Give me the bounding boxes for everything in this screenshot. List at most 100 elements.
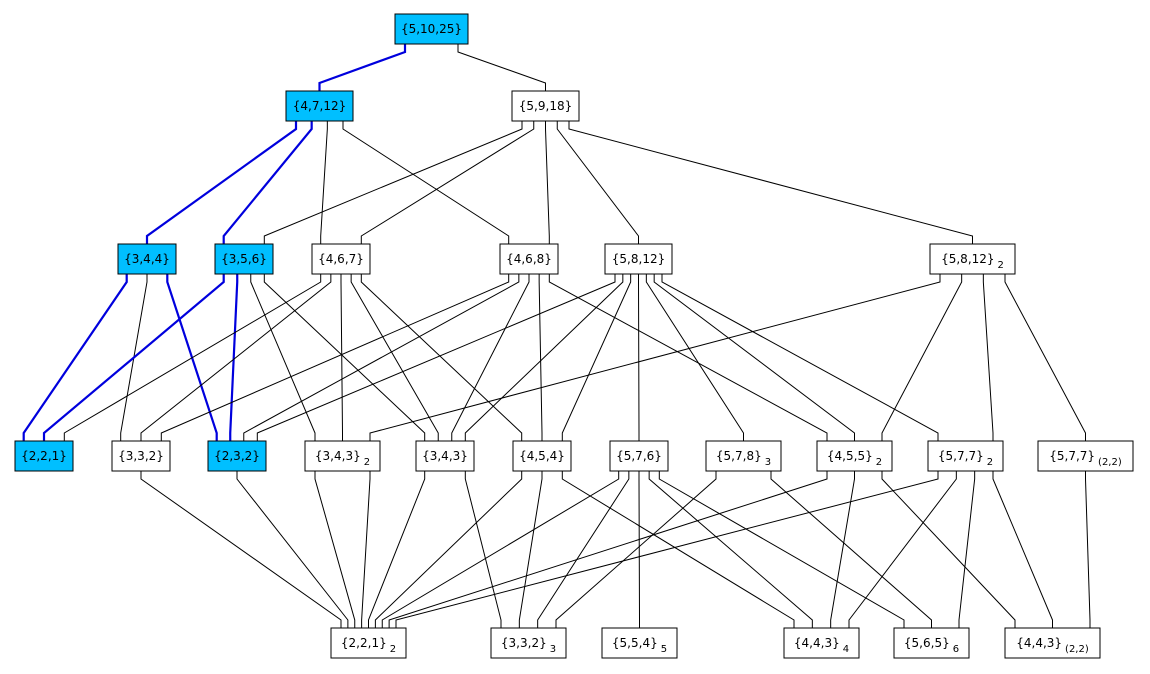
node-label-text: {5,6,5} bbox=[904, 636, 950, 650]
node-n5_10_25: {5,10,25} bbox=[394, 13, 469, 45]
node-n5_7_7_2: {5,7,7}2 bbox=[927, 440, 1004, 472]
node-box bbox=[285, 90, 354, 122]
node-n5_7_6: {5,7,6} bbox=[609, 440, 669, 472]
node-box bbox=[511, 90, 580, 122]
edge-n3_4_3-to-n3_3_2_3 bbox=[464, 471, 502, 628]
node-n5_5_4_5: {5,5,4}5 bbox=[601, 627, 678, 659]
edge-n4_6_7-to-n3_3_2 bbox=[140, 274, 332, 441]
edge-n5_8_12-to-n4_5_4 bbox=[561, 274, 632, 441]
edge-n5_9_18-to-n5_8_12_2 bbox=[568, 121, 973, 244]
edge-n4_7_12-to-n4_6_8 bbox=[342, 121, 510, 244]
edge-n4_6_7-to-n3_4_3_2 bbox=[340, 274, 343, 441]
edge-n5_7_7_22-to-n4_4_3_22 bbox=[1085, 471, 1091, 628]
edge-n5_7_7_2-to-n4_4_3_4 bbox=[848, 471, 957, 628]
node-subscript: 5 bbox=[661, 644, 667, 655]
edge-n5_9_18-to-n4_6_7 bbox=[360, 121, 535, 244]
node-label-text: {3,4,3} bbox=[422, 449, 468, 463]
edge-n5_8_12-to-n4_5_5_2 bbox=[653, 274, 855, 441]
node-n2_3_2: {2,3,2} bbox=[207, 440, 267, 472]
node-box bbox=[816, 440, 893, 472]
edge-n5_8_12_2-to-n4_5_5_2 bbox=[881, 274, 963, 441]
node-n4_4_3_4: {4,4,3}4 bbox=[783, 627, 860, 659]
edge-n5_8_12-to-n5_7_6 bbox=[638, 274, 640, 441]
edge-n5_8_12-to-n5_7_8_3 bbox=[645, 274, 744, 441]
edge-n5_8_12-to-n5_7_7_2 bbox=[661, 274, 939, 441]
node-subscript: 6 bbox=[953, 644, 959, 655]
node-n3_4_3: {3,4,3} bbox=[415, 440, 475, 472]
node-label: {5,9,18} bbox=[519, 99, 572, 113]
edge-n3_5_6-to-n3_4_3_2 bbox=[250, 274, 316, 441]
node-label-text: {3,3,2} bbox=[501, 636, 547, 650]
node-box bbox=[207, 440, 267, 472]
node-box bbox=[330, 627, 407, 659]
node-box bbox=[499, 243, 559, 275]
node-n5_8_12_2: {5,8,12}2 bbox=[929, 243, 1016, 275]
node-box bbox=[783, 627, 860, 659]
edge-n5_8_12_2-to-n5_7_7_22 bbox=[1004, 274, 1086, 441]
node-subscript: 2 bbox=[364, 457, 370, 468]
node-subscript: 2 bbox=[876, 457, 882, 468]
edge-n5_7_6-to-n3_3_2_3 bbox=[537, 471, 630, 628]
edge-n4_6_7-to-n4_5_4 bbox=[360, 274, 523, 441]
edge-n4_7_12-to-n3_4_4 bbox=[145, 121, 298, 244]
node-box bbox=[394, 13, 469, 45]
edge-n5_7_6-to-n4_4_3_4 bbox=[648, 471, 813, 628]
edge-layer bbox=[22, 44, 1091, 628]
node-label: {4,4,3}4 bbox=[794, 636, 849, 655]
node-label-text: {4,6,8} bbox=[506, 252, 552, 266]
node-label: {3,5,6} bbox=[221, 252, 267, 266]
node-box bbox=[929, 243, 1016, 275]
node-label: {2,2,1} bbox=[21, 449, 67, 463]
node-label-text: {5,10,25} bbox=[401, 22, 462, 36]
node-box bbox=[304, 440, 381, 472]
node-box bbox=[512, 440, 572, 472]
node-label: {3,4,3}2 bbox=[315, 449, 370, 468]
node-n4_5_4: {4,5,4} bbox=[512, 440, 572, 472]
edge-n4_5_5_2-to-n4_4_3_22 bbox=[881, 471, 1016, 628]
node-n3_3_2_3: {3,3,2}3 bbox=[490, 627, 567, 659]
node-box bbox=[311, 243, 371, 275]
edge-n5_8_12_2-to-n3_4_3_2 bbox=[369, 274, 941, 441]
edge-n5_7_6-to-n5_6_5_6 bbox=[658, 471, 905, 628]
node-label-text: {5,7,8} bbox=[716, 449, 762, 463]
node-label-text: {4,5,4} bbox=[519, 449, 565, 463]
node-label-text: {4,7,12} bbox=[293, 99, 346, 113]
edge-n4_6_8-to-n4_5_5_2 bbox=[548, 274, 828, 441]
edge-n4_5_5_2-to-n2_2_1_2 bbox=[388, 471, 828, 628]
node-layer: {5,10,25} {4,7,12} {5,9,18} {3,4,4} {3,5,6} {… bbox=[14, 13, 1134, 659]
node-label: {5,8,12} bbox=[612, 252, 665, 266]
node-box bbox=[117, 243, 177, 275]
node-label: {5,7,6} bbox=[616, 449, 662, 463]
edge-n4_6_7-to-n3_4_3 bbox=[350, 274, 439, 441]
edge-n5_8_12-to-n2_3_2 bbox=[256, 274, 616, 441]
edge-n4_6_8-to-n4_5_4 bbox=[538, 274, 543, 441]
node-label-text: {5,9,18} bbox=[519, 99, 572, 113]
node-n3_3_2: {3,3,2} bbox=[111, 440, 171, 472]
edge-n3_4_3_2-to-n2_2_1_2 bbox=[314, 471, 356, 628]
node-label: {5,7,7}(2,2) bbox=[1049, 449, 1122, 468]
edge-n4_6_8-to-n3_4_3 bbox=[451, 274, 530, 441]
node-label-text: {4,4,3} bbox=[794, 636, 840, 650]
node-box bbox=[601, 627, 678, 659]
node-label: {4,5,4} bbox=[519, 449, 565, 463]
edge-n3_5_6-to-n3_4_3 bbox=[263, 274, 426, 441]
edge-n4_6_8-to-n2_3_2 bbox=[243, 274, 520, 441]
node-box bbox=[893, 627, 970, 659]
node-box bbox=[14, 440, 74, 472]
node-subscript: (2,2) bbox=[1065, 644, 1089, 655]
node-label: {2,3,2} bbox=[214, 449, 260, 463]
node-n4_6_8: {4,6,8} bbox=[499, 243, 559, 275]
node-label: {5,10,25} bbox=[401, 22, 462, 36]
node-label-text: {5,8,12} bbox=[612, 252, 665, 266]
node-label-text: {3,3,2} bbox=[118, 449, 164, 463]
node-label-text: {3,4,4} bbox=[124, 252, 170, 266]
node-label: {5,5,4}5 bbox=[612, 636, 667, 655]
edge-n4_7_12-to-n3_5_6 bbox=[222, 121, 313, 244]
edge-n3_4_3_2-to-n2_2_1_2 bbox=[361, 471, 371, 628]
edge-n3_4_3-to-n2_2_1_2 bbox=[368, 471, 426, 628]
node-label-text: {2,2,1} bbox=[21, 449, 67, 463]
node-subscript: 4 bbox=[843, 644, 849, 655]
edge-n5_9_18-to-n3_5_6 bbox=[263, 121, 523, 244]
node-n5_6_5_6: {5,6,5}6 bbox=[893, 627, 970, 659]
